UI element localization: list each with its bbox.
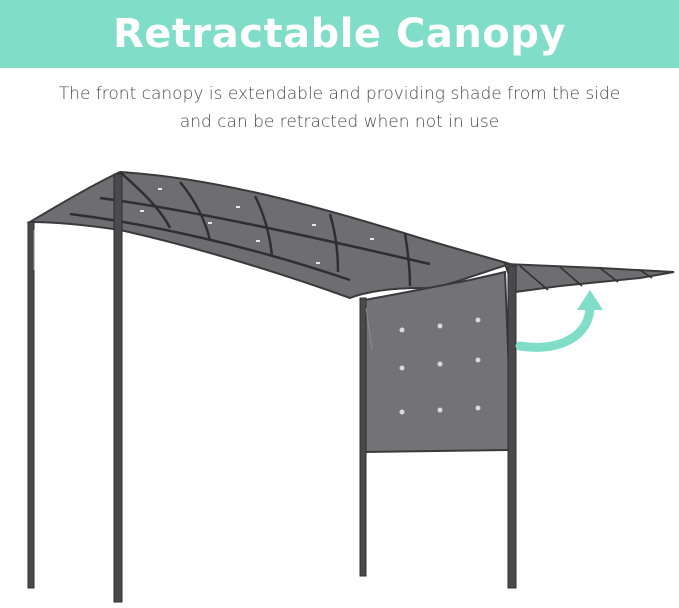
frame-posts [27,173,517,603]
description-line-2: and can be retracted when not in use [179,112,500,132]
side-shade-panel [360,270,514,454]
roof-vent-dots [140,188,374,264]
feature-description: The front canopy is extendable and provi… [0,80,679,136]
main-canopy-roof [26,170,514,300]
side-panel-vent-dots [399,317,481,415]
roof-frame-grid [69,171,431,287]
guy-ropes [33,230,373,351]
description-line-1: The front canopy is extendable and provi… [58,84,621,104]
curved-up-arrow-icon [515,290,603,352]
canopy-illustration [26,170,675,603]
post-front-right [507,265,517,589]
banner-title: Retractable Canopy [112,11,566,57]
post-back-left [27,221,35,589]
title-banner: Retractable Canopy [0,0,679,68]
front-canopy-frame [519,265,653,291]
post-back-right [359,297,367,577]
post-front-left [113,173,123,603]
front-extended-canopy [503,262,675,294]
